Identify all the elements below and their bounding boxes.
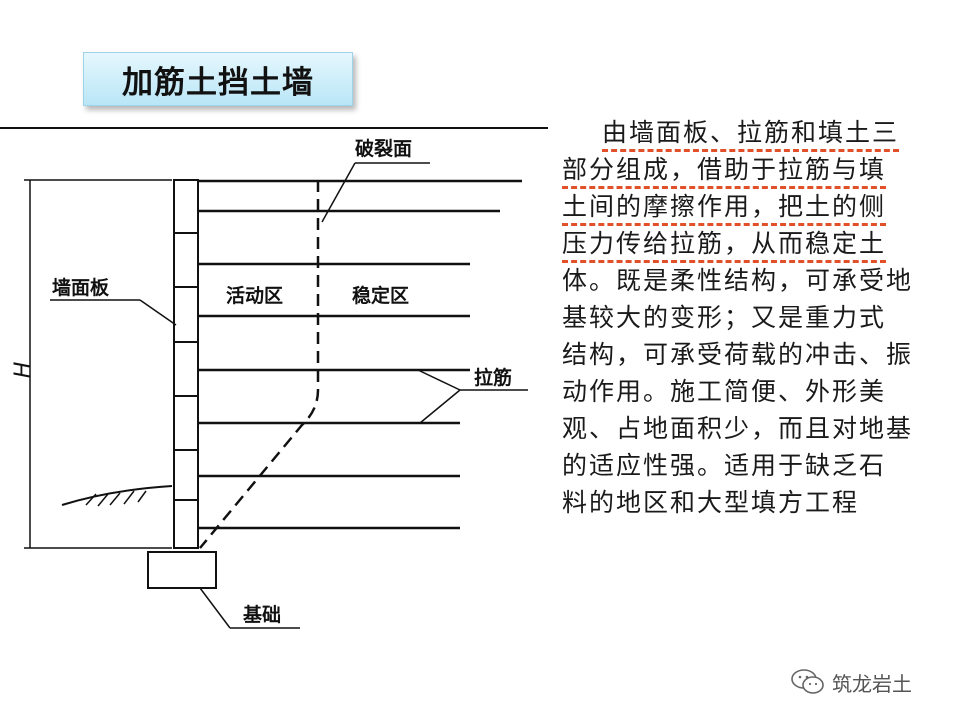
reinforcement-leader-lower xyxy=(419,389,461,424)
description-line: 基较大的变形；又是重力式 xyxy=(562,303,887,332)
watermark-text: 筑龙岩土 xyxy=(832,671,912,696)
rupture-surface-leader xyxy=(321,162,356,223)
foundation-block xyxy=(147,551,217,589)
description-line: 压力传给拉筋，从而稳定土 xyxy=(562,225,928,263)
description-line: 观、占地面积少，而且对地基 xyxy=(562,414,914,443)
watermark: 筑龙岩土 xyxy=(790,665,912,699)
rupture-surface-label: 破裂面 xyxy=(355,138,412,160)
foundation-leader xyxy=(199,587,231,629)
reinforcement-label: 拉筋 xyxy=(474,366,512,389)
active-zone-label: 活动区 xyxy=(226,284,283,307)
slide-title-text: 加筋土挡土墙 xyxy=(122,64,314,101)
wall-panel-leader xyxy=(139,299,177,326)
wechat-icon xyxy=(791,669,824,694)
foundation-label: 基础 xyxy=(242,603,281,626)
ground-surface-front xyxy=(61,485,173,507)
stable-zone-label: 稳定区 xyxy=(352,284,409,307)
reinforcement-leader-upper xyxy=(417,369,461,391)
description-line: 由墙面板、拉筋和填土三 xyxy=(562,114,928,152)
wall-facing-panels xyxy=(173,179,199,549)
wall-panel-label: 墙面板 xyxy=(52,276,110,299)
description-line: 结构，可承受荷载的冲击、振 xyxy=(562,340,914,369)
reinforcement-strips xyxy=(198,179,522,530)
slide-title: 加筋土挡土墙 xyxy=(83,52,353,106)
description-text: 由墙面板、拉筋和填土三 部分组成，借助于拉筋与填 土间的摩擦作用，把土的侧 压力… xyxy=(562,114,928,521)
height-label: H xyxy=(11,362,36,379)
description-line: 体。既是柔性结构，可承受地 xyxy=(562,266,914,295)
rupture-surface-line xyxy=(199,180,320,549)
description-line: 的适应性强。适用于缺乏石 xyxy=(562,451,887,480)
description-line: 土间的摩擦作用，把土的侧 xyxy=(562,188,928,226)
description-line: 动作用。施工简便、外形美 xyxy=(562,377,887,406)
description-line: 料的地区和大型填方工程 xyxy=(562,488,860,517)
description-line: 部分组成，借助于拉筋与填 xyxy=(562,151,928,189)
